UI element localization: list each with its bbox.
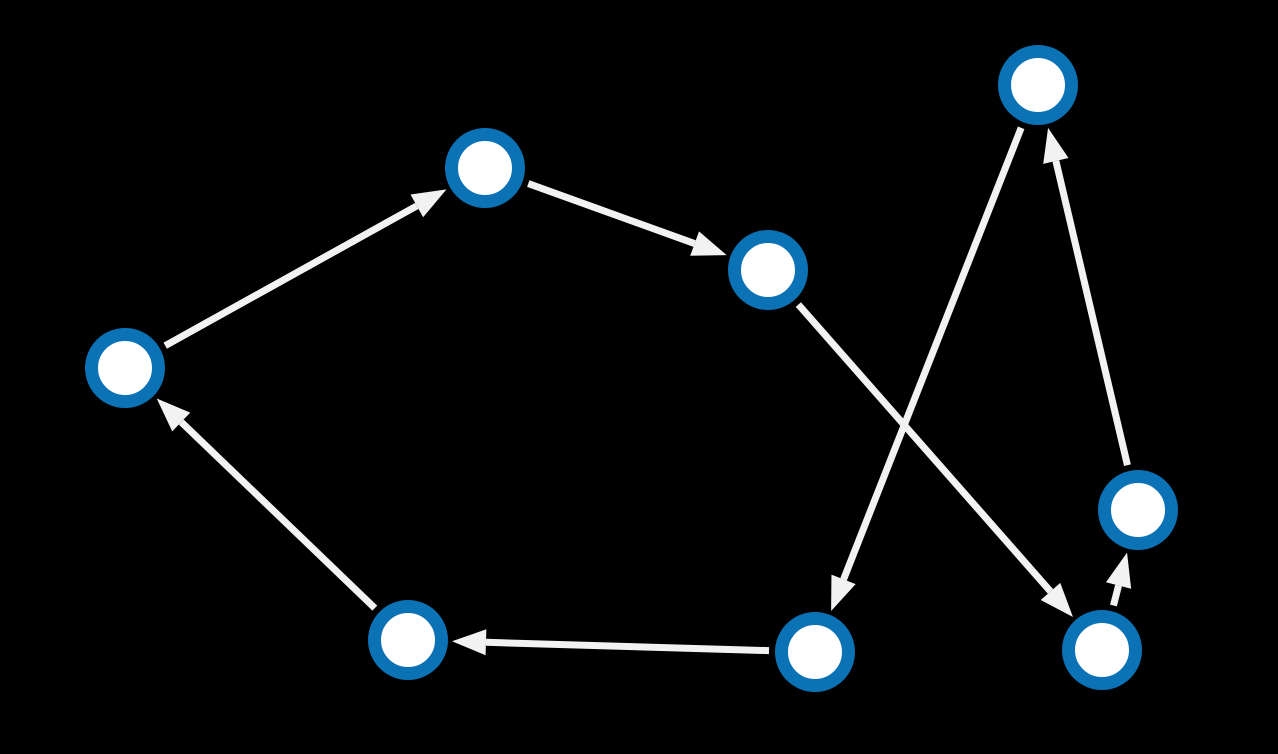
- edge-upper-middle-to-bottom-right[interactable]: [795, 302, 1073, 617]
- edge-shaft: [527, 180, 696, 247]
- node-circle[interactable]: [998, 45, 1078, 125]
- edge-shaft: [795, 302, 1054, 594]
- arrowhead-icon: [451, 629, 487, 656]
- nodes-layer: [85, 45, 1178, 692]
- node-bottom-right[interactable]: [1062, 610, 1142, 690]
- edge-shaft: [178, 419, 378, 611]
- arrowhead-icon: [156, 398, 191, 432]
- edges-layer: [156, 126, 1132, 656]
- node-top-left[interactable]: [445, 128, 525, 208]
- node-left[interactable]: [85, 328, 165, 408]
- edge-bottom-left-to-left[interactable]: [156, 398, 378, 611]
- edge-shaft: [485, 638, 770, 655]
- edge-shaft: [840, 126, 1025, 581]
- edge-bottom-right-to-right-middle[interactable]: [1105, 552, 1132, 607]
- arrowhead-icon: [1043, 127, 1069, 164]
- edge-shaft: [163, 202, 419, 349]
- edge-shaft: [1052, 160, 1131, 467]
- node-circle[interactable]: [775, 612, 855, 692]
- node-upper-middle[interactable]: [728, 230, 808, 310]
- node-top-right[interactable]: [998, 45, 1078, 125]
- edge-right-middle-to-top-right[interactable]: [1043, 127, 1131, 467]
- edge-top-left-to-upper-middle[interactable]: [527, 180, 727, 256]
- node-right-middle[interactable]: [1098, 470, 1178, 550]
- node-bottom-left[interactable]: [368, 600, 448, 680]
- edge-shaft: [1110, 584, 1122, 607]
- edge-bottom-middle-to-bottom-left[interactable]: [451, 629, 770, 656]
- node-circle[interactable]: [445, 128, 525, 208]
- arrowhead-icon: [1105, 552, 1132, 589]
- arrowhead-icon: [1040, 582, 1073, 617]
- node-circle[interactable]: [368, 600, 448, 680]
- edge-top-right-to-bottom-middle[interactable]: [831, 126, 1025, 612]
- arrowhead-icon: [831, 574, 856, 612]
- arrowhead-icon: [410, 189, 447, 218]
- node-circle[interactable]: [728, 230, 808, 310]
- node-circle[interactable]: [1062, 610, 1142, 690]
- node-circle[interactable]: [1098, 470, 1178, 550]
- node-circle[interactable]: [85, 328, 165, 408]
- arrowhead-icon: [690, 231, 727, 256]
- node-bottom-middle[interactable]: [775, 612, 855, 692]
- edge-left-to-top-left[interactable]: [163, 189, 447, 349]
